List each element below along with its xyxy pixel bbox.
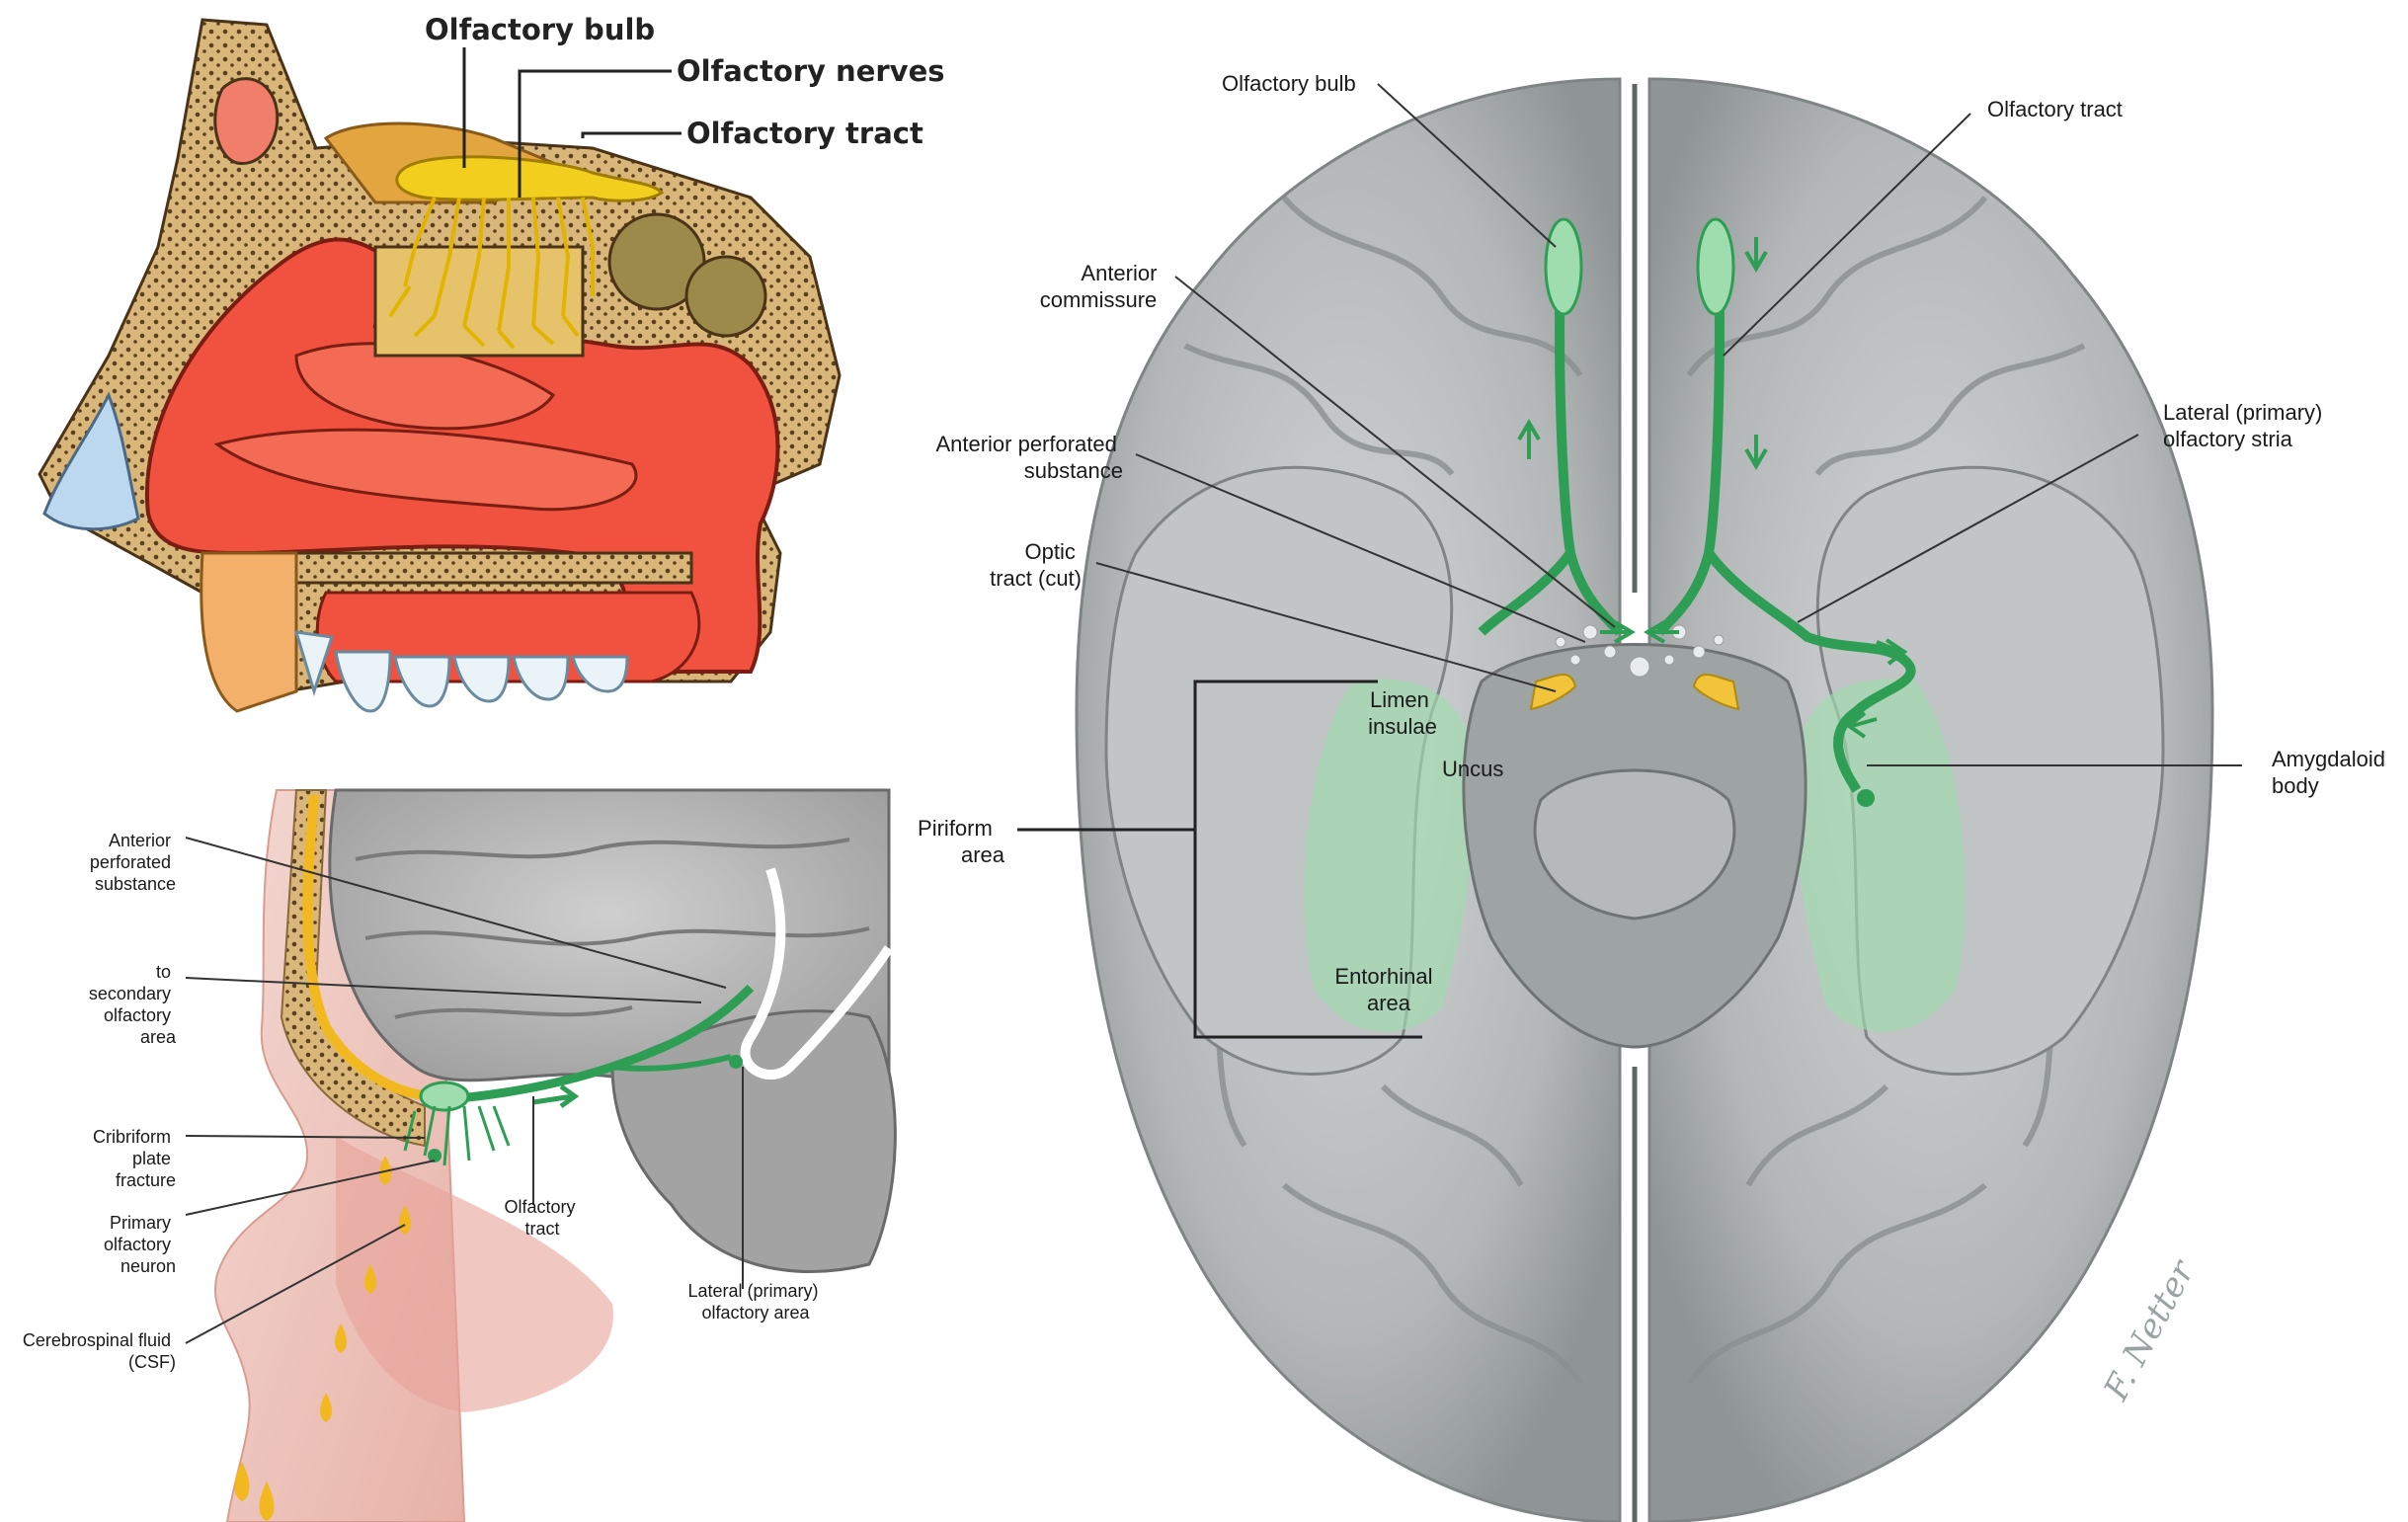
label-uncus: Uncus: [1442, 757, 1503, 781]
label-aps-brain: Anterior perforated substance: [935, 432, 1123, 483]
artist-signature: F. Netter: [2096, 1252, 2204, 1407]
label-optic-tract: Optic tract (cut): [990, 539, 1082, 591]
upper-lip: [200, 551, 298, 713]
brainstem-outline: [740, 867, 894, 1081]
olfactory-bulb-left: [1544, 217, 1583, 316]
amygdaloid-dot: [1857, 789, 1875, 807]
olfactory-tract-sagittal: [424, 984, 755, 1106]
piriform-bracket: [1017, 680, 1422, 1039]
lateral-area-dot: [729, 1055, 743, 1069]
sagittal-gyri: [355, 838, 870, 1019]
optic-tract-left: [1529, 674, 1577, 711]
label-primary-olfactory-neuron: Primary olfactory neuron: [104, 1213, 176, 1276]
label-secondary-olfactory-area: to secondary olfactory area: [89, 962, 177, 1047]
sagittal-leader-lines: [185, 837, 744, 1344]
cerebellum-peduncle: [1533, 768, 1736, 921]
label-olfactory-nerves-nose: Olfactory nerves: [677, 54, 945, 88]
label-cribriform-plate-fracture: Cribriform plate fracture: [93, 1127, 176, 1190]
olfactory-bulb-sagittal: [419, 1081, 470, 1112]
piriform-area-left: [1304, 679, 1475, 1032]
brain-leader-lines: [1095, 83, 2242, 766]
label-olfactory-tract-brain: Olfactory tract: [1987, 97, 2123, 121]
teeth: [293, 630, 629, 713]
primary-olfactory-neurons: [403, 1105, 511, 1166]
label-csf: Cerebrospinal fluid (CSF): [23, 1330, 176, 1372]
label-lateral-olfactory-stria: Lateral (primary) olfactory stria: [2163, 400, 2329, 451]
nasal-cartilage: [42, 391, 140, 531]
hard-palate: [235, 551, 693, 585]
frontal-sinus: [213, 77, 280, 165]
primary-neuron-body: [428, 1149, 441, 1162]
olfactory-nerve-fibres: [388, 197, 595, 350]
label-amygdaloid-body: Amygdaloid body: [2272, 747, 2391, 798]
label-limen-insulae: Limen insulae: [1368, 687, 1437, 739]
label-piriform-area: Piriform area: [918, 816, 1005, 867]
csf-lining: [302, 794, 436, 1101]
label-anterior-commissure: Anterior commissure: [1040, 261, 1164, 312]
label-olfactory-bulb-nose: Olfactory bulb: [425, 13, 655, 46]
label-aps-sagittal: Anterior perforated substance: [90, 831, 176, 894]
temporal-lobe-sagittal: [610, 1009, 897, 1273]
olfactory-bulb-right: [1696, 217, 1735, 316]
optic-tract-right: [1692, 674, 1740, 711]
label-olfactory-tract-sagittal: Olfactory tract: [504, 1197, 580, 1239]
sagittal-panel: Anterior perforated substance to seconda…: [23, 788, 897, 1522]
sphenoid-sinus-2: [684, 255, 767, 338]
nasal-leader-lines: [462, 47, 682, 198]
label-entorhinal-area: Entorhinal area: [1334, 964, 1438, 1015]
olfactory-tract-sagittal-branch: [611, 1054, 732, 1072]
brain-inferior-panel: Olfactory bulb Olfactory tract Anterior …: [918, 71, 2391, 1522]
middle-turbinate: [213, 428, 638, 512]
nasal-cavity-shading: [336, 1136, 613, 1412]
label-lateral-olfactory-area: Lateral (primary) olfactory area: [687, 1281, 823, 1322]
label-olfactory-bulb-brain: Olfactory bulb: [1222, 71, 1356, 96]
label-olfactory-tract-nose: Olfactory tract: [686, 117, 923, 150]
pathway-arrows: [1517, 237, 1908, 739]
piriform-area-right: [1795, 679, 1966, 1032]
olfactory-tract-arrow-sagittal: [532, 1083, 580, 1109]
nasal-cavity-panel: Olfactory bulb Olfactory nerves Olfactor…: [38, 13, 945, 713]
